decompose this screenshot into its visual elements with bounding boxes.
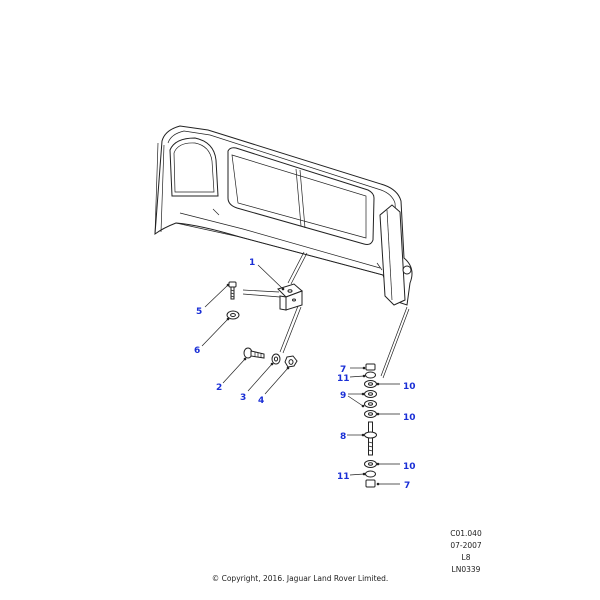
callout-10-first: 10 (403, 382, 416, 392)
ref-illustration: LN0339 (451, 565, 481, 574)
callout-11-top: 11 (337, 374, 350, 384)
callout-7-bottom: 7 (404, 481, 410, 491)
callout-10-second: 10 (403, 413, 416, 423)
bolt-5 (228, 281, 237, 300)
callout-10-third: 10 (403, 462, 416, 472)
leader-lines (201, 264, 400, 486)
washer-3 (271, 353, 281, 365)
callout-7-top: 7 (340, 365, 346, 375)
ref-level: L8 (461, 553, 471, 562)
washer-6 (226, 310, 240, 320)
bolt-2 (243, 347, 265, 359)
window-frame-panel (154, 125, 413, 306)
copyright-notice: © Copyright, 2016. Jaguar Land Rover Lim… (211, 574, 389, 583)
callout-4: 4 (258, 396, 264, 406)
nut-4 (284, 355, 298, 368)
callout-2: 2 (216, 383, 222, 393)
callout-6: 6 (194, 346, 200, 356)
callout-3: 3 (240, 393, 246, 403)
callout-1: 1 (249, 258, 255, 268)
callout-11-bottom: 11 (337, 472, 350, 482)
callout-labels: 1 5 6 2 3 4 7 11 10 9 10 8 10 11 7 (194, 258, 416, 491)
callout-5: 5 (196, 307, 202, 317)
ref-code: C01.040 (450, 529, 482, 538)
fixing-stack (364, 363, 377, 488)
ref-date: 07-2007 (450, 541, 482, 550)
callout-9: 9 (340, 391, 346, 401)
callout-8: 8 (340, 432, 346, 442)
mounting-bracket (277, 283, 303, 311)
